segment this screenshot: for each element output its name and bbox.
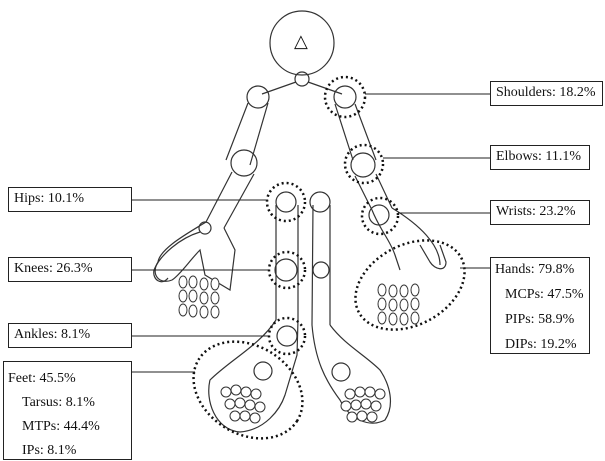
left-elbow-joint: [230, 149, 258, 177]
right-leg: [311, 204, 331, 326]
right-thumb: [419, 244, 447, 270]
wrists-label: Wrists: 23.2%: [490, 200, 590, 225]
left-ankle-joint: [276, 325, 298, 347]
left-shoulder-joint: [246, 85, 270, 109]
shoulders-label: Shoulders: 18.2%: [490, 81, 603, 106]
left-wrist-joint: [198, 221, 212, 235]
left-palm: [154, 221, 236, 291]
hands-title: Hands: 79.8%: [495, 262, 575, 277]
left-leg: [275, 205, 299, 320]
feet-ips: IPs: 8.1%: [22, 443, 77, 458]
head: [269, 10, 335, 76]
feet-label-box: Feet: 45.5% Tarsus: 8.1% MTPs: 44.4% IPs…: [3, 361, 132, 460]
hands-dips: DIPs: 19.2%: [505, 337, 577, 352]
hip-highlight: [265, 181, 307, 223]
right-tarsus-joint: [331, 362, 351, 382]
wrist-highlight: [360, 196, 400, 236]
elbows-label: Elbows: 11.1%: [490, 145, 590, 170]
left-tarsus-joint: [253, 361, 273, 381]
knees-label: Knees: 26.3%: [8, 257, 132, 282]
knee-highlight: [267, 250, 307, 290]
hands-highlight: [354, 239, 466, 331]
right-shoulder-joint: [333, 85, 357, 109]
right-hip-joint: [309, 191, 331, 213]
left-hip-joint: [275, 191, 297, 213]
right-elbow-joint: [350, 152, 376, 178]
hands-label-box: Hands: 79.8% MCPs: 47.5% PIPs: 58.9% DIP…: [490, 257, 590, 354]
feet-mtps: MTPs: 44.4%: [22, 419, 100, 434]
right-upper-arm: [334, 103, 377, 161]
ankles-label: Ankles: 8.1%: [8, 323, 132, 348]
hands-mcps: MCPs: 47.5%: [505, 287, 584, 302]
neck-joint: [294, 71, 310, 87]
left-knee-joint: [274, 258, 298, 282]
feet-title: Feet: 45.5%: [8, 371, 76, 386]
right-forearm: [354, 173, 393, 211]
left-foot: [208, 319, 299, 433]
hips-label: Hips: 10.1%: [8, 187, 132, 212]
left-forearm: [205, 171, 255, 229]
elbow-highlight: [343, 143, 385, 185]
feet-tarsus: Tarsus: 8.1%: [22, 395, 95, 410]
right-foot: [311, 324, 392, 424]
right-knee-joint: [312, 261, 330, 279]
head-triangle-icon: △: [294, 31, 308, 51]
ankle-highlight: [267, 316, 307, 356]
feet-highlight: [192, 340, 304, 440]
right-wrist-joint: [368, 204, 390, 226]
hands-pips: PIPs: 58.9%: [505, 312, 575, 327]
left-upper-arm: [225, 102, 269, 166]
shoulder-highlight: [323, 75, 367, 119]
